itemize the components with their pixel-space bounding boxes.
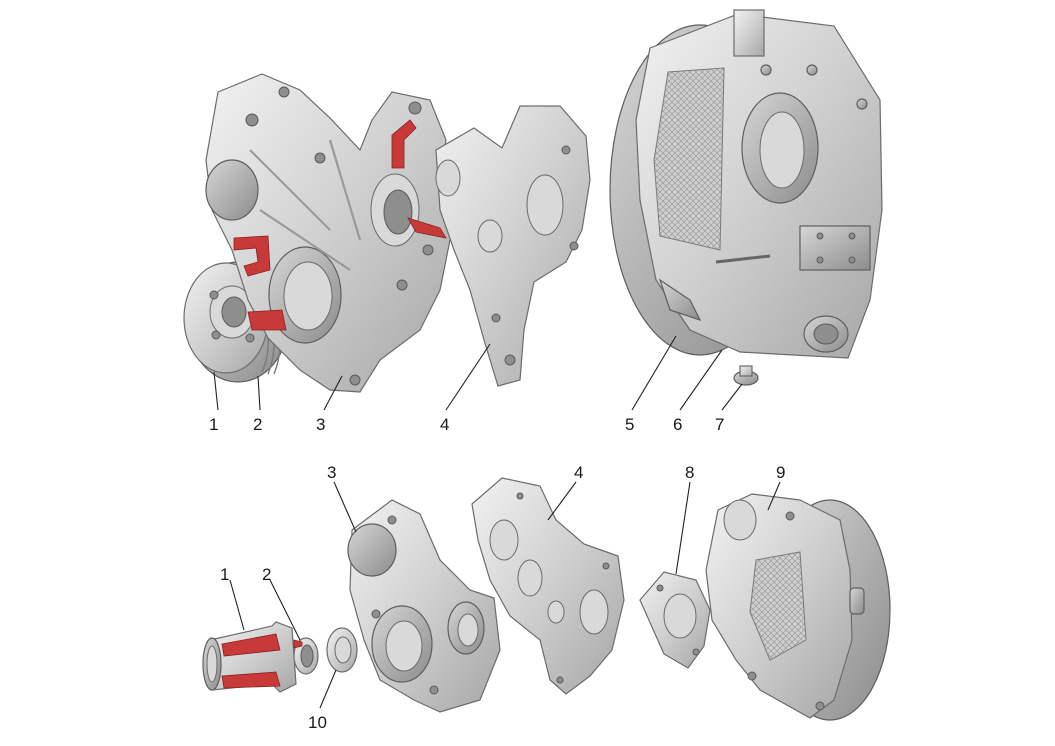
callout-upper-3: 3 [316,415,325,434]
callout-upper-6: 6 [673,415,682,434]
callout-lower-8: 8 [685,463,694,482]
callout-lower-1: 1 [220,565,229,584]
part-plate-upper [435,105,591,387]
callout-upper-4: 4 [440,415,449,434]
callout-labels-upper: 1 2 3 4 5 6 7 [209,415,724,434]
callout-upper-5: 5 [625,415,634,434]
leader-lines [213,335,781,709]
part-flywheel-housing-lower [705,493,891,721]
callout-lower-9: 9 [776,463,785,482]
part-flywheel-housing-upper [609,9,883,359]
part-washer-lower [326,627,358,673]
callout-labels-lower: 1 2 3 4 8 9 10 [220,463,785,732]
callout-lower-2: 2 [262,565,271,584]
part-front-cover-lower [347,499,501,713]
callout-upper-7: 7 [715,415,724,434]
part-seal-housing-lower [639,571,711,669]
part-sleeve-lower [202,621,297,693]
callout-lower-4: 4 [574,463,583,482]
callout-upper-2: 2 [253,415,262,434]
part-plate-lower [471,477,625,695]
part-plug-upper [733,365,759,386]
lower-assembly [202,477,891,721]
callout-lower-10: 10 [308,713,327,732]
callout-upper-1: 1 [209,415,218,434]
part-front-cover-upper [205,73,453,393]
callout-lower-3: 3 [327,463,336,482]
upper-assembly [183,9,883,393]
part-ring-lower [293,637,319,675]
